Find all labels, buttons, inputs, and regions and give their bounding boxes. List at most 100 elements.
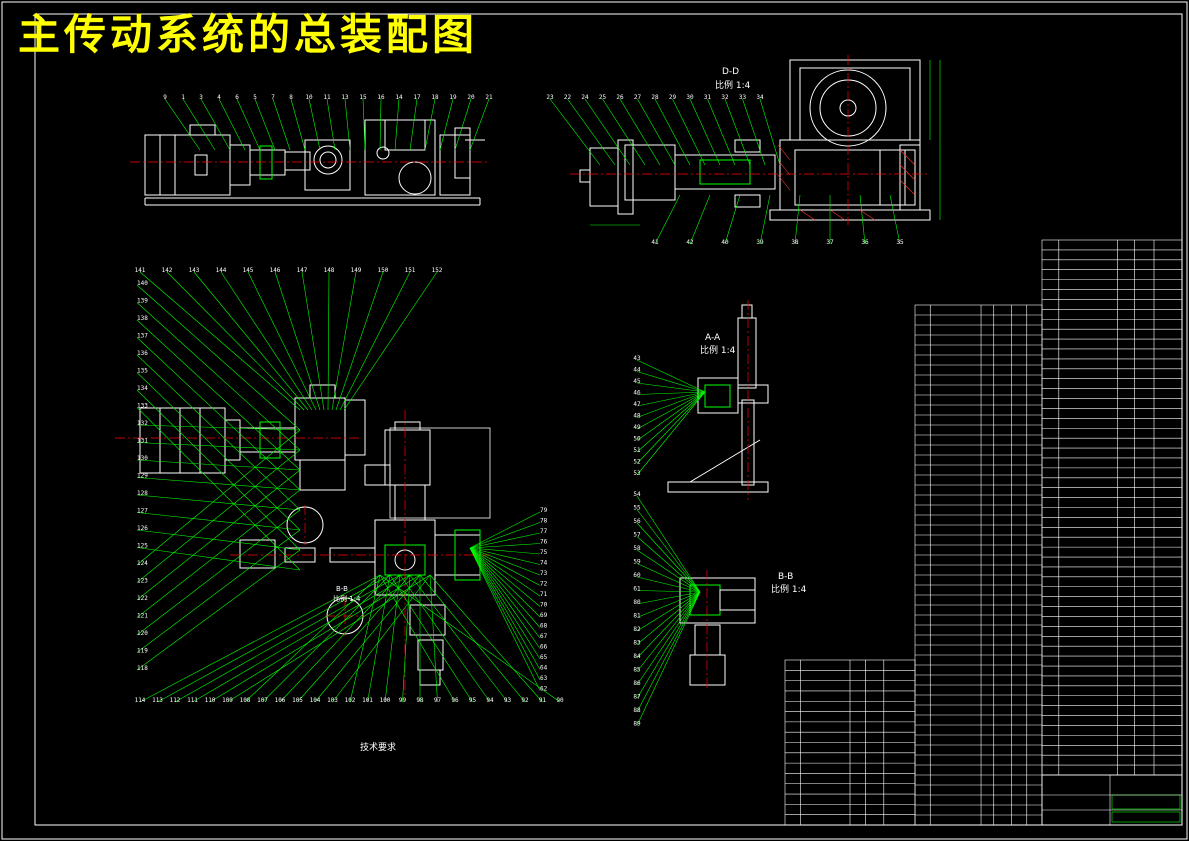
leader-35: 35 xyxy=(889,194,904,246)
bb-view xyxy=(679,577,756,686)
balloon-number: 61 xyxy=(633,586,641,593)
balloon-number: 16 xyxy=(377,94,385,101)
leader-78: 78 xyxy=(469,518,548,549)
balloon-number: 18 xyxy=(431,94,439,101)
leader-11: 11 xyxy=(323,94,336,151)
balloon-number: 35 xyxy=(896,239,904,246)
balloon-number: 41 xyxy=(651,239,659,246)
leader-100: 100 xyxy=(380,574,401,704)
leader-29: 29 xyxy=(669,94,706,166)
leader-36: 36 xyxy=(859,194,869,246)
balloon-number: 48 xyxy=(633,413,641,420)
balloon-number: 73 xyxy=(540,570,548,577)
leader-73: 73 xyxy=(469,547,548,577)
dd-view-label: D-D xyxy=(722,67,740,77)
leader-102: 102 xyxy=(345,574,381,704)
balloon-number: 120 xyxy=(137,630,148,637)
leader-107: 107 xyxy=(257,574,391,704)
leader-149: 149 xyxy=(331,267,362,411)
balloon-number: 51 xyxy=(633,447,641,454)
leader-141: 141 xyxy=(135,267,301,411)
main-assembly-view xyxy=(139,384,491,686)
leader-92: 92 xyxy=(419,574,529,704)
leader-99: 99 xyxy=(399,574,411,704)
leader-97: 97 xyxy=(429,574,442,704)
leader-82: 82 xyxy=(633,591,701,633)
leader-45: 45 xyxy=(633,378,706,393)
balloon-number: 58 xyxy=(633,545,641,552)
leader-150: 150 xyxy=(335,267,389,411)
balloon-number: 92 xyxy=(521,697,529,704)
balloon-number: 93 xyxy=(504,697,512,704)
balloon-number: 91 xyxy=(539,697,547,704)
leader-55: 55 xyxy=(633,505,701,593)
bb-view-label: B-B xyxy=(778,572,794,582)
leader-95: 95 xyxy=(389,574,476,704)
balloon-number: 33 xyxy=(739,94,747,101)
balloon-number: 126 xyxy=(137,525,148,532)
balloon-number: 71 xyxy=(540,591,548,598)
balloon-number: 122 xyxy=(137,595,148,602)
top-left-view xyxy=(144,119,485,206)
balloon-number: 19 xyxy=(449,94,457,101)
leader-25: 25 xyxy=(599,94,646,166)
balloon-number: 85 xyxy=(633,667,641,674)
balloon-number: 104 xyxy=(310,697,321,704)
balloon-number: 106 xyxy=(275,697,286,704)
balloon-number: 121 xyxy=(137,613,148,620)
balloon-number: 102 xyxy=(345,697,356,704)
balloon-number: 100 xyxy=(380,697,391,704)
balloon-number: 15 xyxy=(359,94,367,101)
balloon-number: 74 xyxy=(540,560,548,567)
balloon-number: 38 xyxy=(791,239,799,246)
leader-47: 47 xyxy=(633,391,706,408)
balloon-number: 8 xyxy=(289,94,293,101)
leader-127: 127 xyxy=(136,508,301,531)
balloon-number: 149 xyxy=(351,267,362,274)
leader-1: 1 xyxy=(181,94,216,151)
drawing-title: 主传动系统的总装配图 xyxy=(18,10,479,59)
balloon-number: 17 xyxy=(413,94,421,101)
balloon-number: 66 xyxy=(540,644,548,651)
balloon-number: 55 xyxy=(633,505,641,512)
leader-46: 46 xyxy=(633,390,706,397)
balloon-number: 140 xyxy=(137,280,148,287)
leader-81: 81 xyxy=(633,591,701,620)
balloon-number: 29 xyxy=(669,94,677,101)
leader-39: 39 xyxy=(756,194,771,246)
balloon-number: 43 xyxy=(633,355,641,362)
main-assembly-centerlines xyxy=(115,410,490,700)
balloon-number: 99 xyxy=(399,697,407,704)
balloon-number: 25 xyxy=(599,94,607,101)
leader-77: 77 xyxy=(469,528,548,549)
balloon-number: 47 xyxy=(633,401,641,408)
leader-119: 119 xyxy=(136,529,301,655)
balloon-number: 146 xyxy=(270,267,281,274)
balloon-number: 78 xyxy=(540,518,548,525)
balloon-number: 81 xyxy=(633,613,641,620)
balloon-number: 110 xyxy=(205,697,216,704)
balloon-number: 118 xyxy=(137,665,148,672)
leader-109: 109 xyxy=(222,574,431,704)
leader-88: 88 xyxy=(633,591,701,714)
leader-74: 74 xyxy=(469,547,548,567)
leader-14: 14 xyxy=(394,94,403,151)
balloon-number: 105 xyxy=(292,697,303,704)
balloon-number: 97 xyxy=(434,697,442,704)
leader-10: 10 xyxy=(305,94,321,151)
leader-148: 148 xyxy=(324,267,335,411)
leader-27: 27 xyxy=(634,94,676,166)
balloon-number: 75 xyxy=(540,549,548,556)
leader-22: 22 xyxy=(564,94,616,166)
leader-59: 59 xyxy=(633,559,701,593)
leader-101: 101 xyxy=(362,574,391,704)
leader-62: 62 xyxy=(469,547,548,693)
balloon-number: 5 xyxy=(253,94,257,101)
leader-123: 123 xyxy=(136,449,301,585)
balloon-number: 124 xyxy=(137,560,148,567)
leader-114: 114 xyxy=(135,574,381,704)
leader-16: 16 xyxy=(377,94,385,151)
leader-50: 50 xyxy=(633,391,706,443)
